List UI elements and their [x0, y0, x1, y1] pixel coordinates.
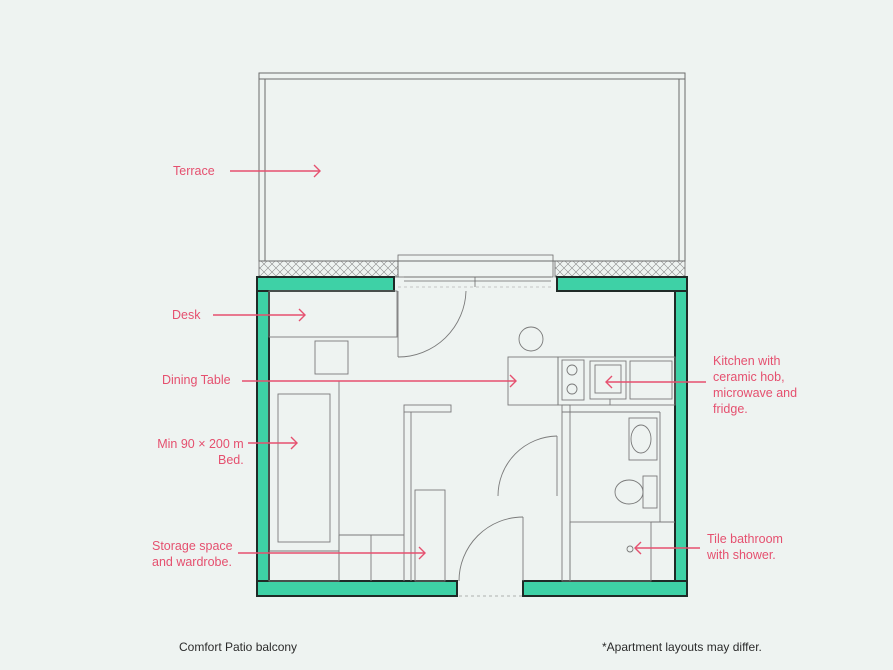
bathroom-label-line1: Tile bathroom [707, 532, 783, 546]
kitchen-label-line2: ceramic hob, [713, 370, 785, 384]
walls [256, 276, 688, 597]
desk-label: Desk [172, 308, 201, 322]
terrace-label: Terrace [173, 164, 215, 178]
bathroom-label: Tile bathroom with shower. [707, 531, 783, 563]
railing-hatch-right [554, 260, 686, 278]
interior [268, 290, 676, 582]
kitchen-label-line1: Kitchen with [713, 354, 781, 368]
bed-label-line2: Bed. [218, 453, 244, 467]
storage-label: Storage space and wardrobe. [152, 538, 233, 570]
sliding-door [397, 254, 554, 287]
storage-label-line1: Storage space [152, 539, 233, 553]
storage-label-line2: and wardrobe. [152, 555, 232, 569]
bed-label-line1: Min 90 × 200 m [157, 437, 244, 451]
kitchen-label: Kitchen with ceramic hob, microwave and … [713, 353, 797, 417]
disclaimer: *Apartment layouts may differ. [602, 640, 762, 654]
bed-label: Min 90 × 200 m Bed. [148, 436, 244, 468]
railing-hatch-left [258, 260, 399, 278]
dining-table-label: Dining Table [162, 373, 231, 387]
kitchen-label-line3: microwave and [713, 386, 798, 400]
bathroom-label-line2: with shower. [707, 548, 776, 562]
kitchen-label-line4: fridge. [713, 402, 748, 416]
plan-caption: Comfort Patio balcony [179, 640, 298, 654]
terrace-area [258, 72, 686, 262]
annotation-arrows [213, 164, 706, 560]
